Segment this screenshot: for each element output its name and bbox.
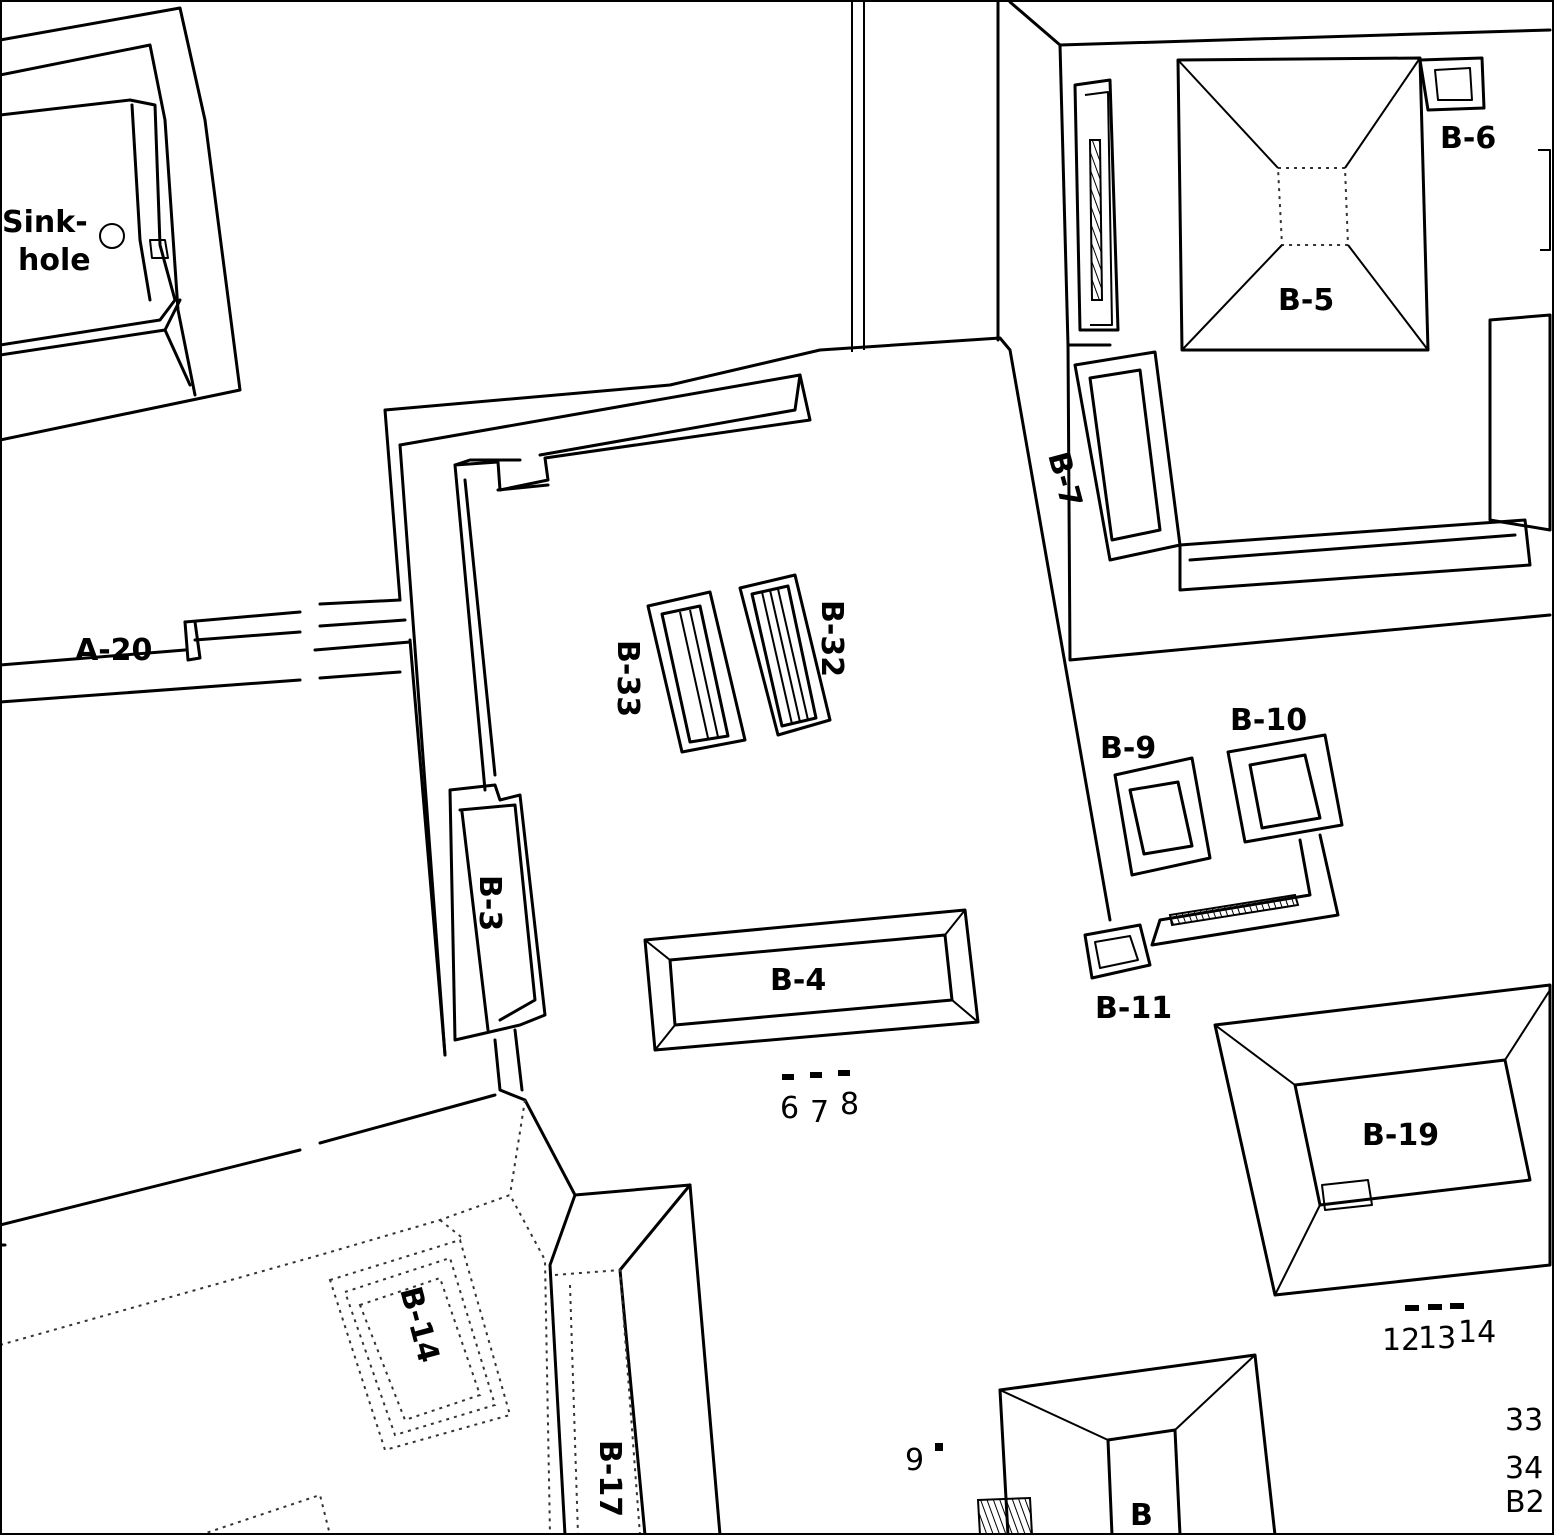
marker-b2: B2 [1505,1485,1545,1520]
marker-34: 34 [1505,1451,1543,1486]
label-b4: B-4 [770,963,826,998]
marker-9: 9 [905,1443,924,1478]
label-b17: B-17 [592,1440,627,1517]
marker-33: 33 [1505,1403,1543,1438]
b4-structure: B-4 [643,908,980,1052]
b9-b10-b11-structures: B-9 B-10 B-11 [1083,703,1344,1026]
label-b33: B-33 [610,640,645,717]
marker-13: 13 [1418,1321,1456,1356]
marker-6: 6 [780,1091,799,1126]
marker-12: 12 [1382,1323,1420,1358]
central-platform: B-3 [383,336,1112,1537]
label-b3: B-3 [472,875,507,931]
a20-causeway: A-20 [0,598,412,704]
b5-complex: B-5 B-6 B-7 [1008,0,1552,662]
label-b-partial: B [1130,1498,1153,1533]
right-edge-markers: 33 34 B2 [1505,1403,1545,1520]
label-b32: B-32 [814,600,849,677]
lower-left-plaza: B-14 B-17 [0,1093,641,1536]
markers-12-13-14: 12 13 14 [1382,1303,1496,1358]
marker-14: 14 [1458,1315,1496,1350]
label-b10: B-10 [1230,703,1307,738]
label-b6: B-6 [1440,121,1496,156]
label-b14: B-14 [392,1283,446,1367]
label-b7: B-7 [1040,448,1088,511]
b32-b33-structures: B-33 B-32 [610,573,849,754]
sinkhole-structure: Sink- hole [0,6,242,442]
label-b9: B-9 [1100,731,1156,766]
bottom-pyramid-structure: B 9 [905,1353,1277,1537]
label-b19: B-19 [1362,1118,1439,1153]
label-b5: B-5 [1278,283,1334,318]
marker-8: 8 [840,1087,859,1122]
markers-6-7-8: 6 7 8 [780,1070,859,1130]
b19-structure: B-19 [1213,983,1552,1297]
sinkhole-label-line2: hole [18,243,91,278]
marker-7: 7 [810,1095,829,1130]
roadway-lines [851,0,1000,352]
label-a20: A-20 [75,633,152,668]
sinkhole-label-line1: Sink- [2,205,88,240]
label-b11: B-11 [1095,991,1172,1026]
